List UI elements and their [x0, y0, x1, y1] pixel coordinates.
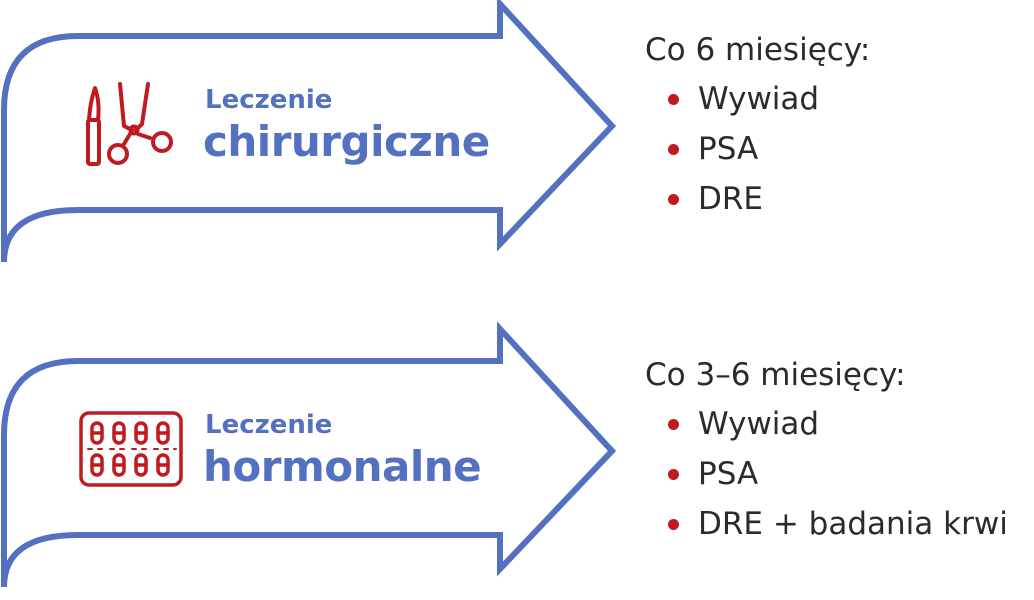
bullet-dot-icon — [668, 94, 679, 105]
scalpel-scissors-icon — [78, 80, 188, 170]
bullet-dot-icon — [668, 144, 679, 155]
treatment-hormonal: Leczenie hormonalne Co 3–6 miesięcy: Wyw… — [0, 321, 1034, 595]
bullet-dot-icon — [668, 194, 679, 205]
list-item-label: PSA — [698, 456, 759, 492]
list-item: DRE + badania krwi — [645, 504, 1030, 544]
schedule-heading: Co 6 miesięcy: — [645, 32, 871, 68]
list-item-label: DRE — [698, 181, 763, 217]
list-item: Wywiad — [645, 404, 1030, 444]
bullet-dot-icon — [668, 469, 679, 480]
arrow-shape — [1, 0, 617, 263]
bullet-dot-icon — [668, 419, 679, 430]
schedule-heading: Co 3–6 miesięcy: — [645, 357, 906, 393]
treatment-title-line2: chirurgiczne — [203, 117, 490, 166]
list-item: PSA — [645, 454, 1030, 494]
treatment-title-line1: Leczenie — [205, 410, 333, 440]
arrow-shape — [1, 321, 617, 588]
list-item: Wywiad — [645, 79, 1030, 119]
treatment-surgical: Leczenie chirurgiczne Co 6 miesięcy: Wyw… — [0, 0, 1034, 270]
list-item-label: Wywiad — [698, 81, 820, 117]
list-item-label: PSA — [698, 131, 759, 167]
treatment-title-line1: Leczenie — [205, 85, 333, 115]
schedule-panel: Co 6 miesięcy: Wywiad PSA DRE — [645, 30, 1030, 229]
schedule-panel: Co 3–6 miesięcy: Wywiad PSA DRE + badani… — [645, 355, 1030, 554]
pill-blister-icon — [78, 405, 188, 495]
list-item-label: Wywiad — [698, 406, 820, 442]
list-item-label: DRE + badania krwi — [698, 506, 1008, 542]
list-item: DRE — [645, 179, 1030, 219]
list-item: PSA — [645, 129, 1030, 169]
checklist: Wywiad PSA DRE — [645, 79, 1030, 219]
bullet-dot-icon — [668, 519, 679, 530]
checklist: Wywiad PSA DRE + badania krwi — [645, 404, 1030, 544]
treatment-title-line2: hormonalne — [203, 442, 482, 491]
